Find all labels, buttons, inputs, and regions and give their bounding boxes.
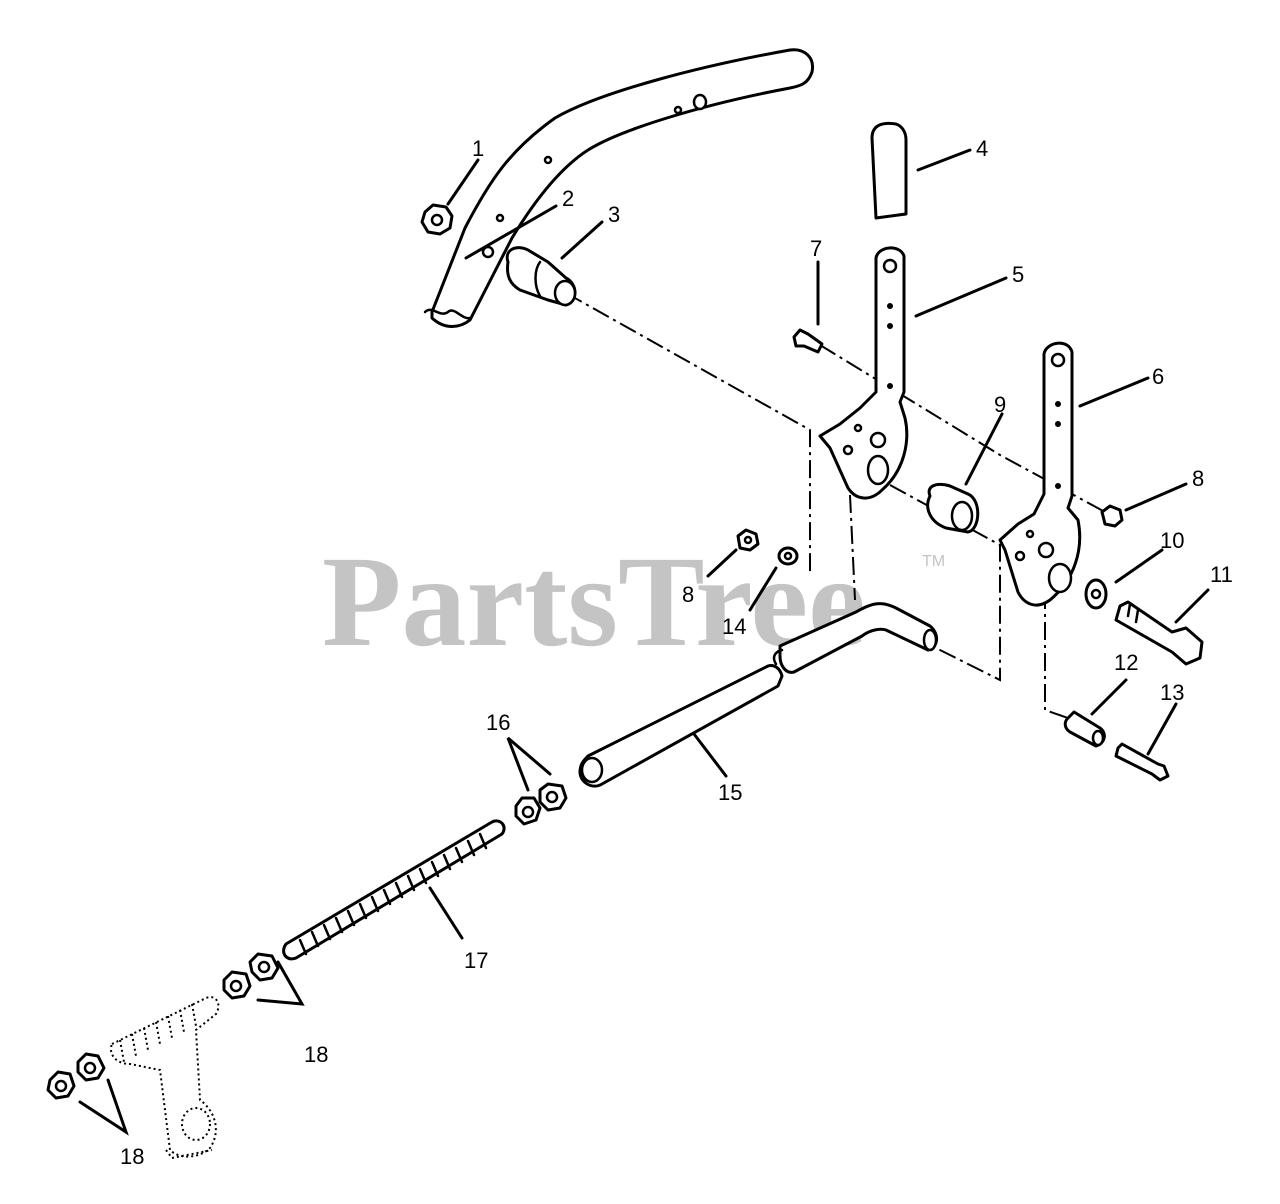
svg-text:PartsTree: PartsTree bbox=[322, 530, 866, 674]
callout-3: 3 bbox=[608, 202, 620, 227]
callout-18-lower: 18 bbox=[120, 1144, 144, 1169]
callout-12: 12 bbox=[1114, 650, 1138, 675]
part-3-bushing[interactable] bbox=[505, 246, 577, 307]
callout-14: 14 bbox=[722, 614, 746, 639]
callout-13: 13 bbox=[1160, 680, 1184, 705]
part-18-nuts-lower[interactable] bbox=[46, 1052, 106, 1100]
part-17-threaded-rod[interactable] bbox=[282, 819, 506, 961]
callout-18-middle: 18 bbox=[304, 1042, 328, 1067]
part-4-grip[interactable] bbox=[870, 121, 908, 220]
part-16-nuts[interactable] bbox=[514, 782, 568, 826]
leader-lines bbox=[78, 148, 1210, 1136]
callout-5: 5 bbox=[1012, 262, 1024, 287]
callout-8-lower: 8 bbox=[682, 582, 694, 607]
callout-labels: 1 2 3 4 5 6 7 8 8 9 10 11 12 13 14 15 16… bbox=[120, 136, 1233, 1169]
handle-lever[interactable] bbox=[423, 48, 815, 328]
callout-6: 6 bbox=[1152, 364, 1164, 389]
callout-1: 1 bbox=[472, 136, 484, 161]
part-13-bolt[interactable] bbox=[1114, 742, 1170, 782]
part-1-nut[interactable] bbox=[420, 203, 454, 236]
part-6-lever-plate[interactable] bbox=[998, 341, 1082, 607]
part-5-lever-plate[interactable] bbox=[818, 246, 909, 500]
callout-2: 2 bbox=[562, 186, 574, 211]
callout-17: 17 bbox=[464, 948, 488, 973]
part-7-bolt[interactable] bbox=[792, 328, 824, 354]
part-15-rod[interactable] bbox=[578, 602, 938, 788]
part-14-washer[interactable] bbox=[777, 546, 799, 566]
part-8-nut-upper[interactable] bbox=[1100, 504, 1124, 528]
part-12-spacer[interactable] bbox=[1063, 710, 1106, 748]
callout-15: 15 bbox=[718, 780, 742, 805]
callout-7: 7 bbox=[810, 236, 822, 261]
callout-16: 16 bbox=[486, 710, 510, 735]
callout-4: 4 bbox=[976, 136, 988, 161]
trunnion-arm bbox=[110, 996, 220, 1160]
part-10-washer[interactable] bbox=[1084, 578, 1108, 610]
part-9-bushing[interactable] bbox=[926, 482, 980, 534]
callout-10: 10 bbox=[1160, 528, 1184, 553]
part-18-nuts-middle[interactable] bbox=[222, 952, 280, 1000]
callout-8-upper: 8 bbox=[1192, 466, 1204, 491]
callout-11: 11 bbox=[1210, 562, 1233, 587]
svg-text:TM: TM bbox=[922, 553, 945, 570]
watermark: PartsTree TM bbox=[322, 530, 945, 674]
part-8-nut-lower[interactable] bbox=[736, 528, 760, 552]
callout-9: 9 bbox=[994, 392, 1006, 417]
part-11-bolt[interactable] bbox=[1114, 600, 1204, 666]
